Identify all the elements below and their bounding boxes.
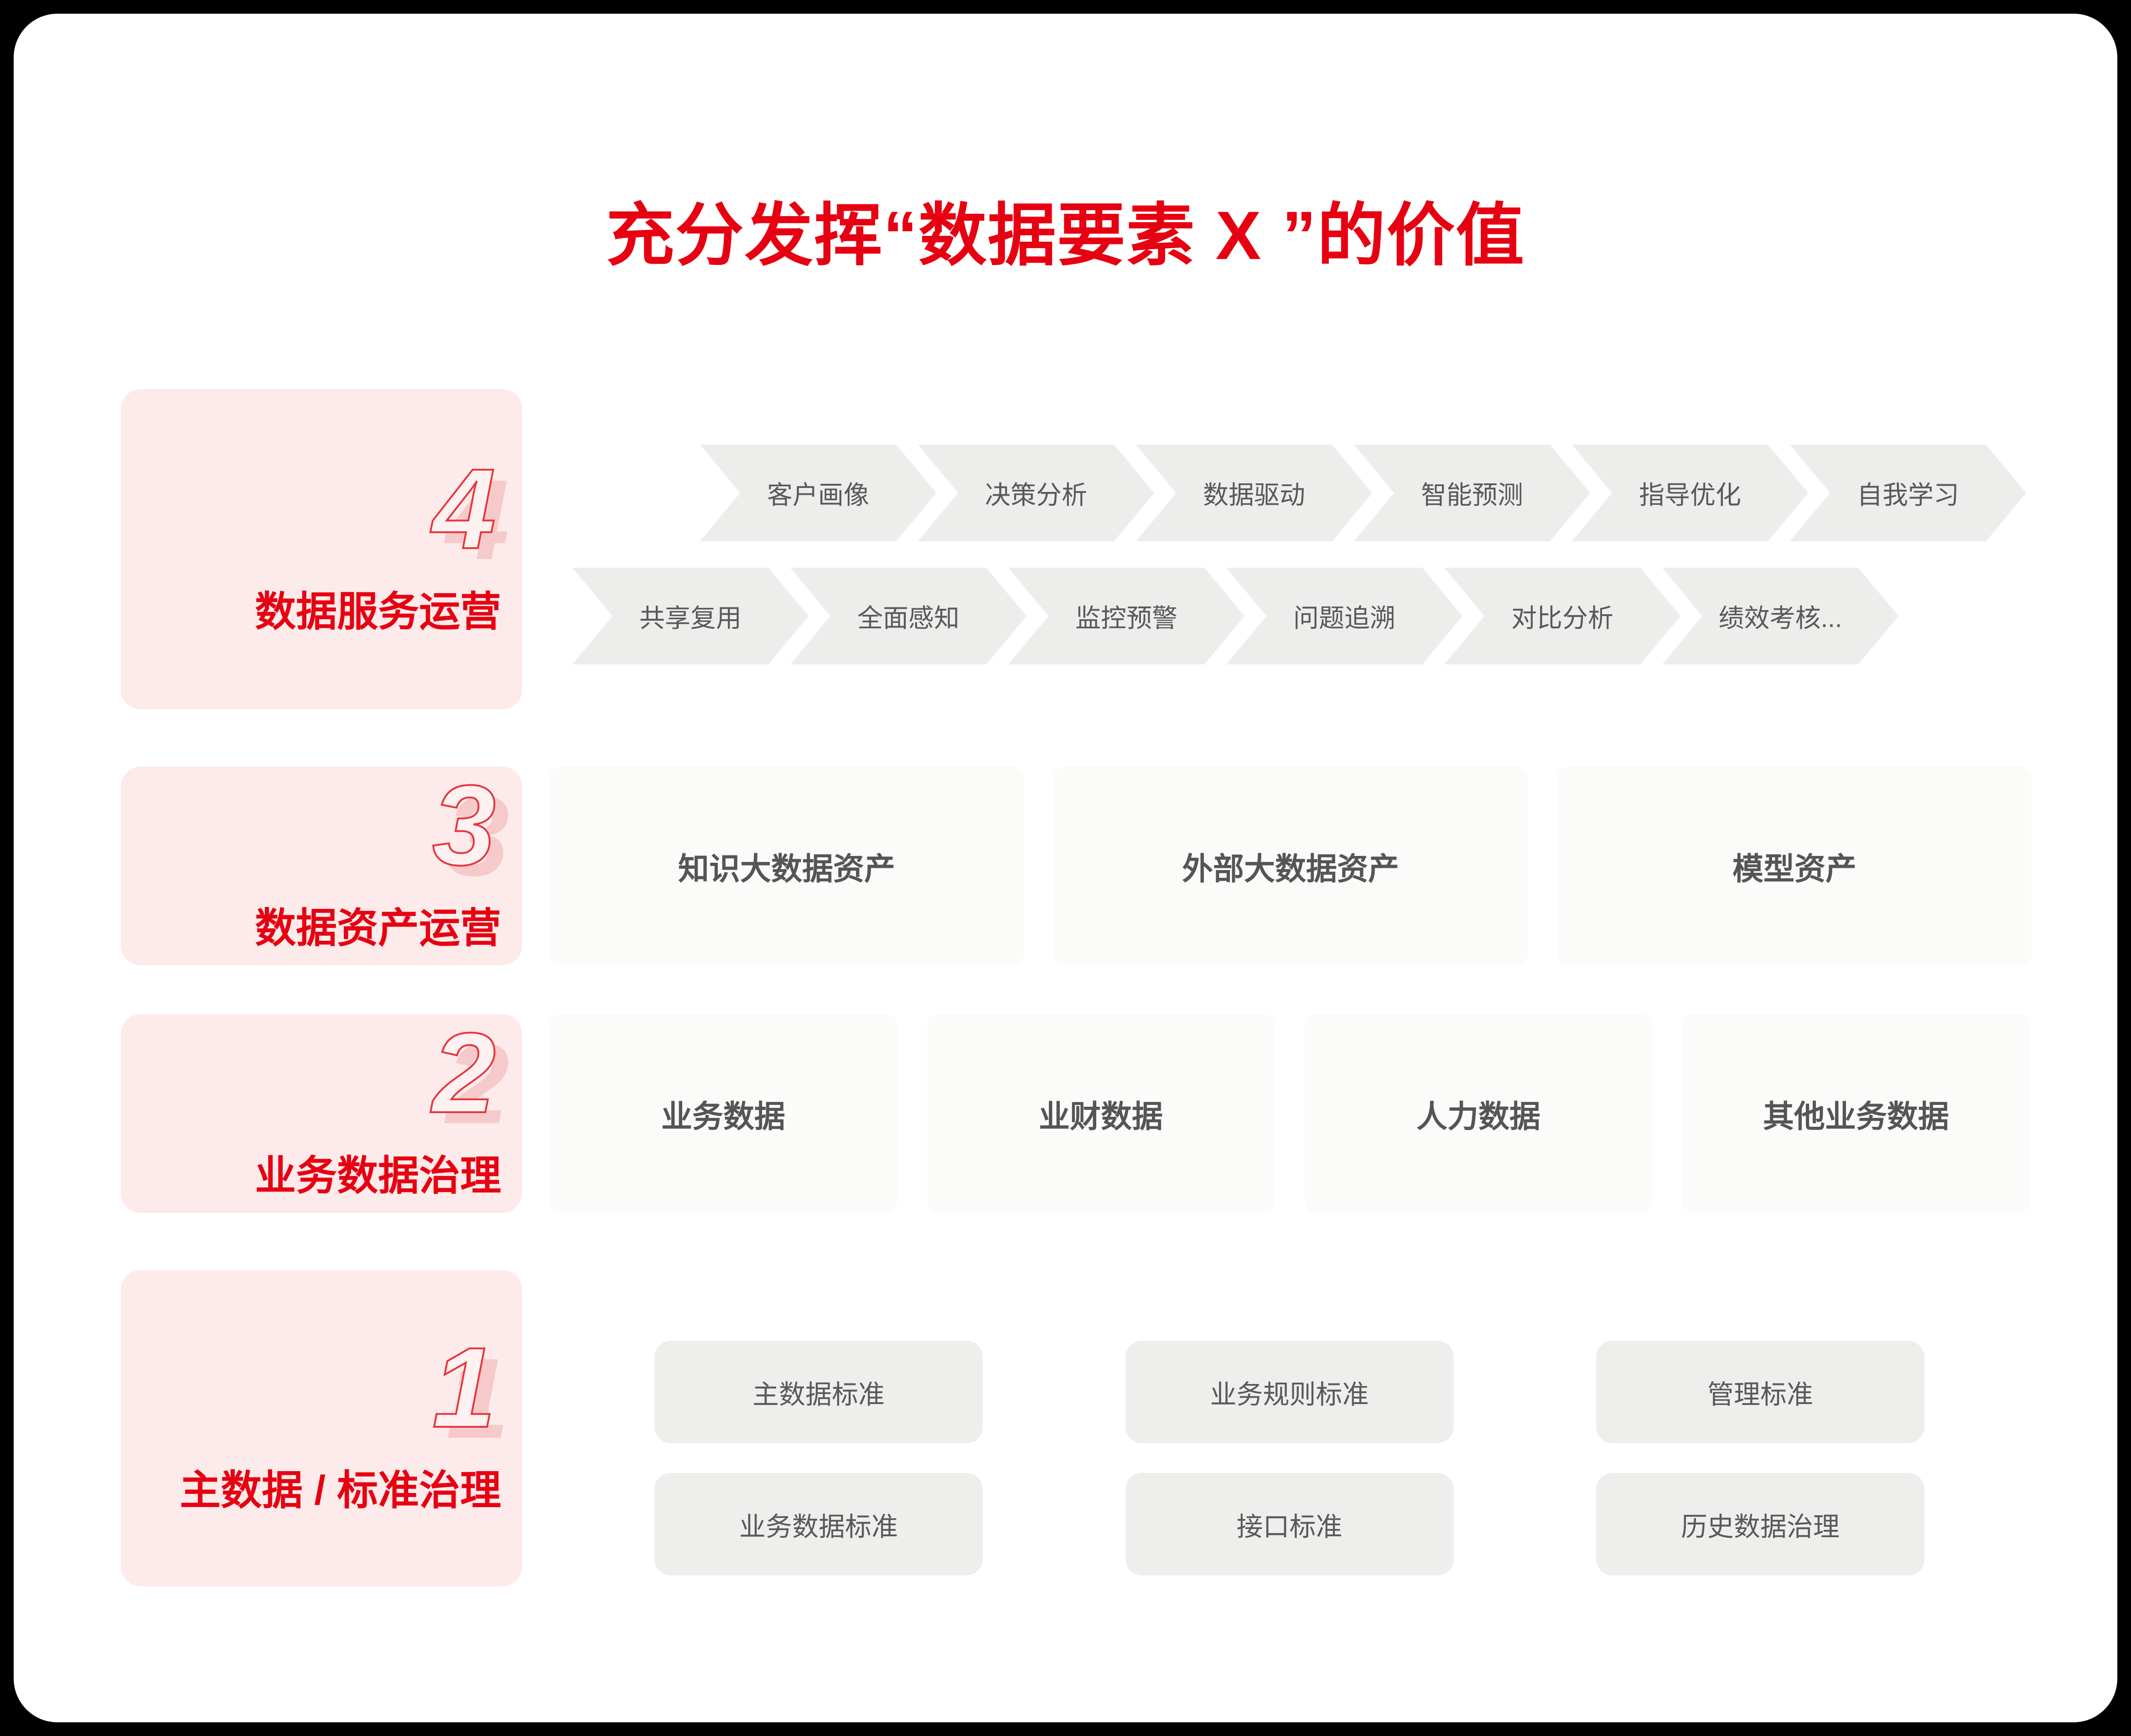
flow-step: 自我学习	[1790, 445, 2026, 541]
level-panel-2: 2 业务数据治理	[121, 1014, 522, 1213]
flow-step: 智能预测	[1354, 445, 1590, 541]
data-box: 人力数据	[1305, 1014, 1652, 1213]
flow-step: 指导优化	[1572, 445, 1808, 541]
standard-box-row-1: 主数据标准 业务规则标准 管理标准	[654, 1341, 1924, 1443]
flow-step: 问题追溯	[1226, 568, 1462, 664]
flow-step: 绩效考核...	[1662, 568, 1898, 664]
slide-card: 充分发挥“数据要素 X ”的价值 4 数据服务运营 客户画像 决策分析 数据驱动…	[14, 14, 2117, 1722]
standard-box: 历史数据治理	[1596, 1473, 1924, 1575]
standard-box: 接口标准	[1125, 1473, 1454, 1575]
level-number-3: 3	[431, 762, 497, 889]
data-box: 其他业务数据	[1682, 1014, 2030, 1213]
flow-step: 决策分析	[918, 445, 1154, 541]
level-number-1: 1	[431, 1324, 497, 1451]
page-title: 充分发挥“数据要素 X ”的价值	[606, 197, 1525, 274]
level-label-2: 业务数据治理	[255, 1153, 501, 1199]
data-box: 业财数据	[927, 1014, 1275, 1213]
level-label-3: 数据资产运营	[255, 906, 501, 951]
standard-box: 主数据标准	[654, 1341, 983, 1443]
standard-box: 业务数据标准	[654, 1473, 983, 1575]
asset-box: 知识大数据资产	[550, 767, 1024, 965]
flow-step: 客户画像	[700, 445, 936, 541]
data-box-row: 业务数据 业财数据 人力数据 其他业务数据	[550, 1014, 2030, 1213]
level-panel-1: 1 主数据 / 标准治理	[121, 1270, 522, 1586]
data-box: 业务数据	[550, 1014, 897, 1213]
level-panel-3: 3 数据资产运营	[121, 767, 522, 965]
standard-box: 业务规则标准	[1125, 1341, 1454, 1443]
asset-box-row: 知识大数据资产 外部大数据资产 模型资产	[550, 767, 2032, 965]
flow-row-1: 客户画像 决策分析 数据驱动 智能预测 指导优化 自我学习	[700, 445, 2026, 541]
level-number-4: 4	[431, 445, 497, 572]
asset-box: 外部大数据资产	[1053, 767, 1528, 965]
level-panel-4: 4 数据服务运营	[121, 389, 522, 710]
flow-step: 数据驱动	[1136, 445, 1372, 541]
flow-step: 对比分析	[1444, 568, 1680, 664]
flow-row-2: 共享复用 全面感知 监控预警 问题追溯 对比分析 绩效考核...	[572, 568, 1898, 664]
asset-box: 模型资产	[1557, 767, 2032, 965]
level-label-1: 主数据 / 标准治理	[179, 1468, 501, 1513]
level-label-4: 数据服务运营	[255, 589, 501, 635]
standard-box: 管理标准	[1596, 1341, 1924, 1443]
flow-step: 监控预警	[1008, 568, 1244, 664]
standard-box-row-2: 业务数据标准 接口标准 历史数据治理	[654, 1473, 1924, 1575]
level-number-2: 2	[431, 1009, 497, 1136]
flow-step: 共享复用	[572, 568, 809, 664]
flow-step: 全面感知	[790, 568, 1027, 664]
